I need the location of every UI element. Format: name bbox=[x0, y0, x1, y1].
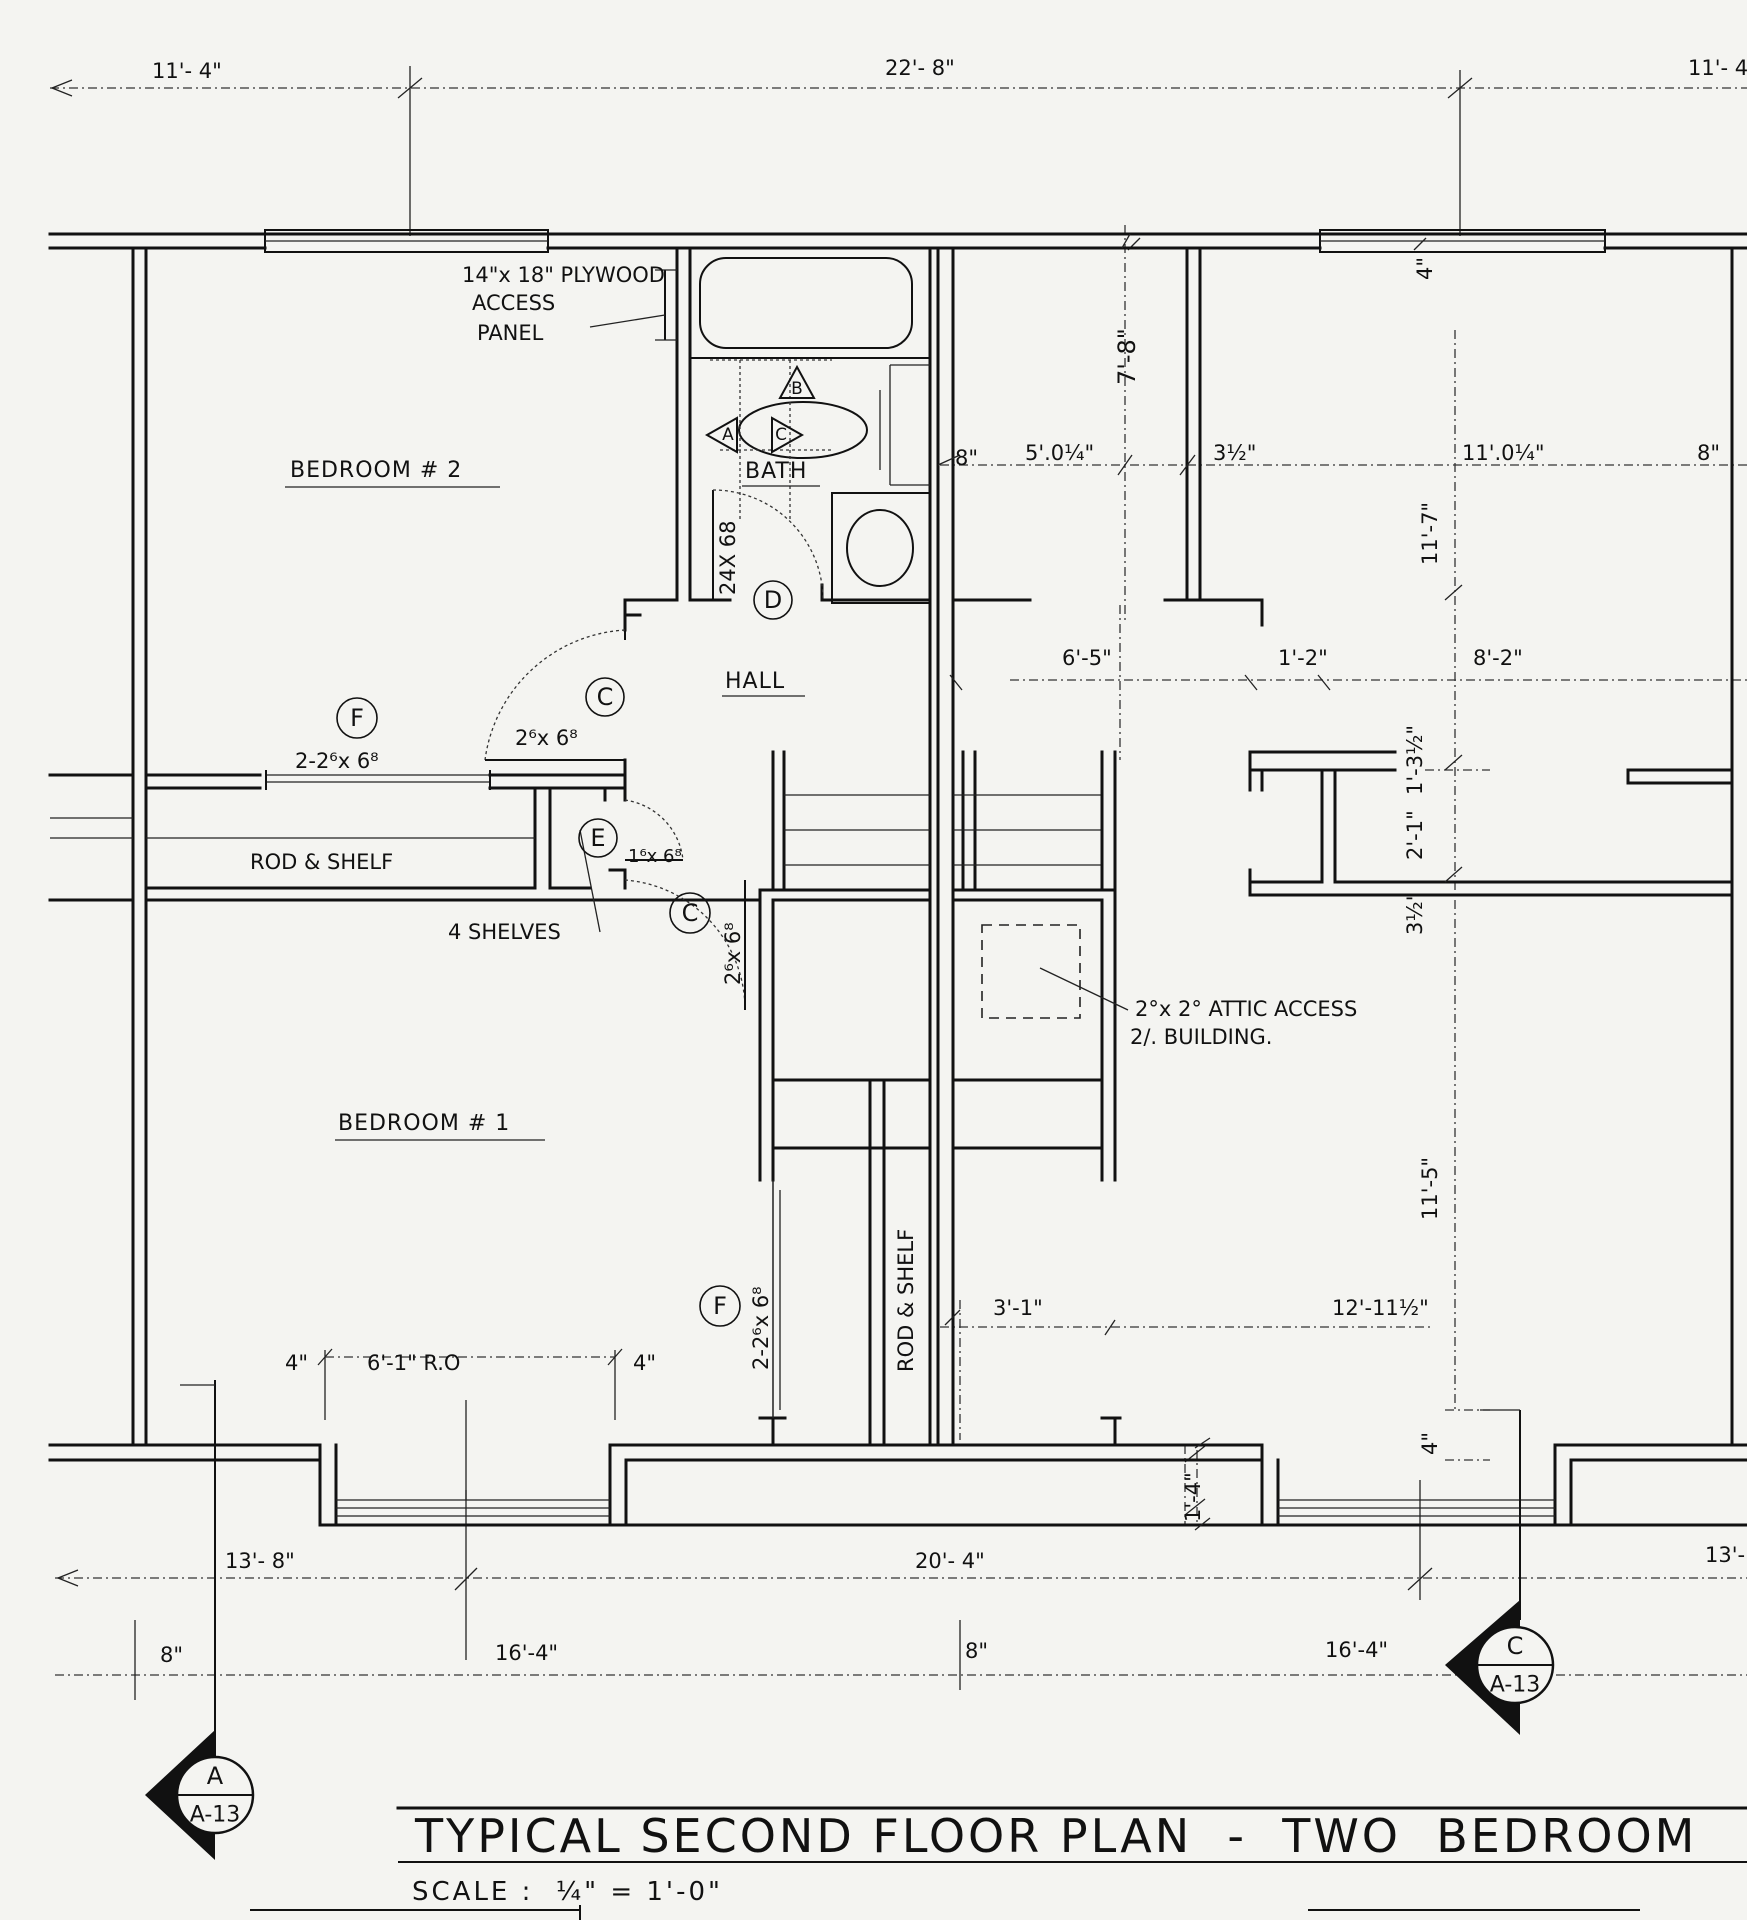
svg-text:B: B bbox=[791, 379, 803, 399]
fixture-tag-b: B bbox=[778, 364, 816, 399]
note-access-panel-line-3: PANEL bbox=[477, 321, 544, 345]
door-tag-f-bedroom-1: F bbox=[699, 1285, 741, 1327]
door-swings bbox=[265, 629, 781, 1418]
dim-6-5: 6'-5" bbox=[1062, 646, 1112, 670]
door-tag-f-bedroom-2: F bbox=[336, 697, 378, 739]
svg-text:C: C bbox=[682, 899, 699, 927]
door-size-linen: 1⁶x 6⁸ bbox=[628, 846, 682, 867]
dim-2-1: 2'-1" bbox=[1403, 810, 1427, 860]
svg-text:A: A bbox=[722, 425, 734, 445]
svg-text:D: D bbox=[764, 586, 782, 614]
fixture-tag-c: C bbox=[771, 416, 805, 454]
dim-1-4: 1'-4" bbox=[1181, 1472, 1205, 1522]
exterior-walls bbox=[48, 229, 1747, 1527]
dim-11-7: 11'-7" bbox=[1418, 502, 1442, 565]
dim-8-bottom-middle: 8" bbox=[965, 1639, 988, 1663]
door-tag-e: E bbox=[578, 818, 618, 858]
dim-1-3-half: 1'-3½" bbox=[1403, 725, 1427, 795]
door-size-bedroom-2-closet: 2-2⁶x 6⁸ bbox=[295, 749, 379, 773]
dimension-ticks bbox=[937, 233, 1463, 1531]
dim-16-4-left: 16'-4" bbox=[495, 1641, 558, 1665]
section-c-letter: C bbox=[1507, 1632, 1524, 1660]
dim-8-2: 8'-2" bbox=[1473, 646, 1523, 670]
section-marker-c bbox=[1445, 1409, 1555, 1735]
dim-12-11-half: 12'-11½" bbox=[1332, 1296, 1429, 1320]
dim-4-right: 4" bbox=[633, 1351, 656, 1375]
section-a-sheet: A-13 bbox=[190, 1803, 241, 1828]
door-size-bedroom-1: 2⁶x 6⁸ bbox=[721, 922, 745, 985]
dim-8-top: 8" bbox=[955, 446, 978, 470]
svg-text:F: F bbox=[350, 704, 364, 732]
door-tag-c-hall: C bbox=[585, 677, 625, 717]
svg-text:C: C bbox=[597, 683, 614, 711]
svg-text:C: C bbox=[775, 425, 787, 445]
dim-6-1-ro: 6'-1" R.O bbox=[367, 1351, 460, 1375]
dim-1-2: 1'-2" bbox=[1278, 646, 1328, 670]
room-label-bath: BATH bbox=[745, 459, 807, 484]
dim-16-4-right: 16'-4" bbox=[1325, 1638, 1388, 1662]
dim-top-middle: 22'- 8" bbox=[885, 56, 955, 80]
section-c-sheet: A-13 bbox=[1490, 1673, 1541, 1698]
interior-walls bbox=[48, 246, 1734, 1447]
fixture-tag-a: A bbox=[704, 416, 738, 454]
room-label-bedroom-2: BEDROOM # 2 bbox=[290, 458, 462, 483]
dim-4-b: 4" bbox=[1418, 1432, 1442, 1455]
stair-treads bbox=[771, 750, 1117, 892]
note-rod-shelf-closet: ROD & SHELF bbox=[894, 1229, 918, 1372]
door-size-bath: 24X 68 bbox=[716, 520, 740, 595]
attic-access bbox=[981, 924, 1129, 1019]
bath-fixtures bbox=[655, 247, 931, 604]
dim-top-left: 11'- 4" bbox=[152, 59, 222, 83]
dim-4-left: 4" bbox=[285, 1351, 308, 1375]
svg-text:E: E bbox=[590, 824, 605, 852]
room-label-hall: HALL bbox=[725, 669, 785, 694]
note-four-shelves: 4 SHELVES bbox=[448, 920, 561, 944]
dim-20-4: 20'- 4" bbox=[915, 1549, 985, 1573]
dim-3-half-b: 3½" bbox=[1403, 892, 1427, 935]
room-label-bedroom-1: BEDROOM # 1 bbox=[338, 1111, 510, 1136]
dim-13-8: 13'- 8" bbox=[225, 1549, 295, 1573]
note-attic-access-line-2: 2/. BUILDING. bbox=[1130, 1025, 1272, 1049]
title-underline bbox=[250, 1806, 1747, 1920]
drawing-title: TYPICAL SECOND FLOOR PLAN - TWO BEDROOM bbox=[414, 1809, 1697, 1863]
note-attic-access-line-1: 2°x 2° ATTIC ACCESS bbox=[1135, 997, 1357, 1021]
note-access-panel-line-2: ACCESS bbox=[472, 291, 555, 315]
svg-text:F: F bbox=[713, 1292, 727, 1320]
note-rod-shelf-bedroom-2: ROD & SHELF bbox=[250, 850, 393, 874]
door-tag-d: D bbox=[753, 580, 793, 620]
dim-top-right: 11'- 4 bbox=[1688, 56, 1747, 80]
dim-11-0-quarter: 11'.0¼" bbox=[1462, 441, 1545, 465]
door-size-bedroom-1-closet: 2-2⁶x 6⁸ bbox=[749, 1286, 773, 1370]
drawing-scale: SCALE : ¼" = 1'-0" bbox=[412, 1877, 723, 1907]
door-tag-c-bedroom-1: C bbox=[669, 892, 711, 934]
dim-3-half: 3½" bbox=[1213, 441, 1256, 465]
dim-5-0-quarter: 5'.0¼" bbox=[1025, 441, 1094, 465]
dim-8-bottom-left: 8" bbox=[160, 1643, 183, 1667]
section-marker-a bbox=[145, 1380, 255, 1860]
section-a-letter: A bbox=[207, 1762, 224, 1790]
dim-4: 4" bbox=[1413, 257, 1437, 280]
dim-7-8: 7'-8" bbox=[1113, 328, 1141, 385]
dim-8-edge: 8" bbox=[1697, 441, 1720, 465]
note-access-panel-line-1: 14"x 18" PLYWOOD bbox=[462, 263, 665, 287]
dim-11-5: 11'-5" bbox=[1418, 1157, 1442, 1220]
dim-3-1: 3'-1" bbox=[993, 1296, 1043, 1320]
dim-13-right: 13'- bbox=[1705, 1543, 1745, 1567]
door-size-hall-closet: 2⁶x 6⁸ bbox=[515, 726, 578, 750]
